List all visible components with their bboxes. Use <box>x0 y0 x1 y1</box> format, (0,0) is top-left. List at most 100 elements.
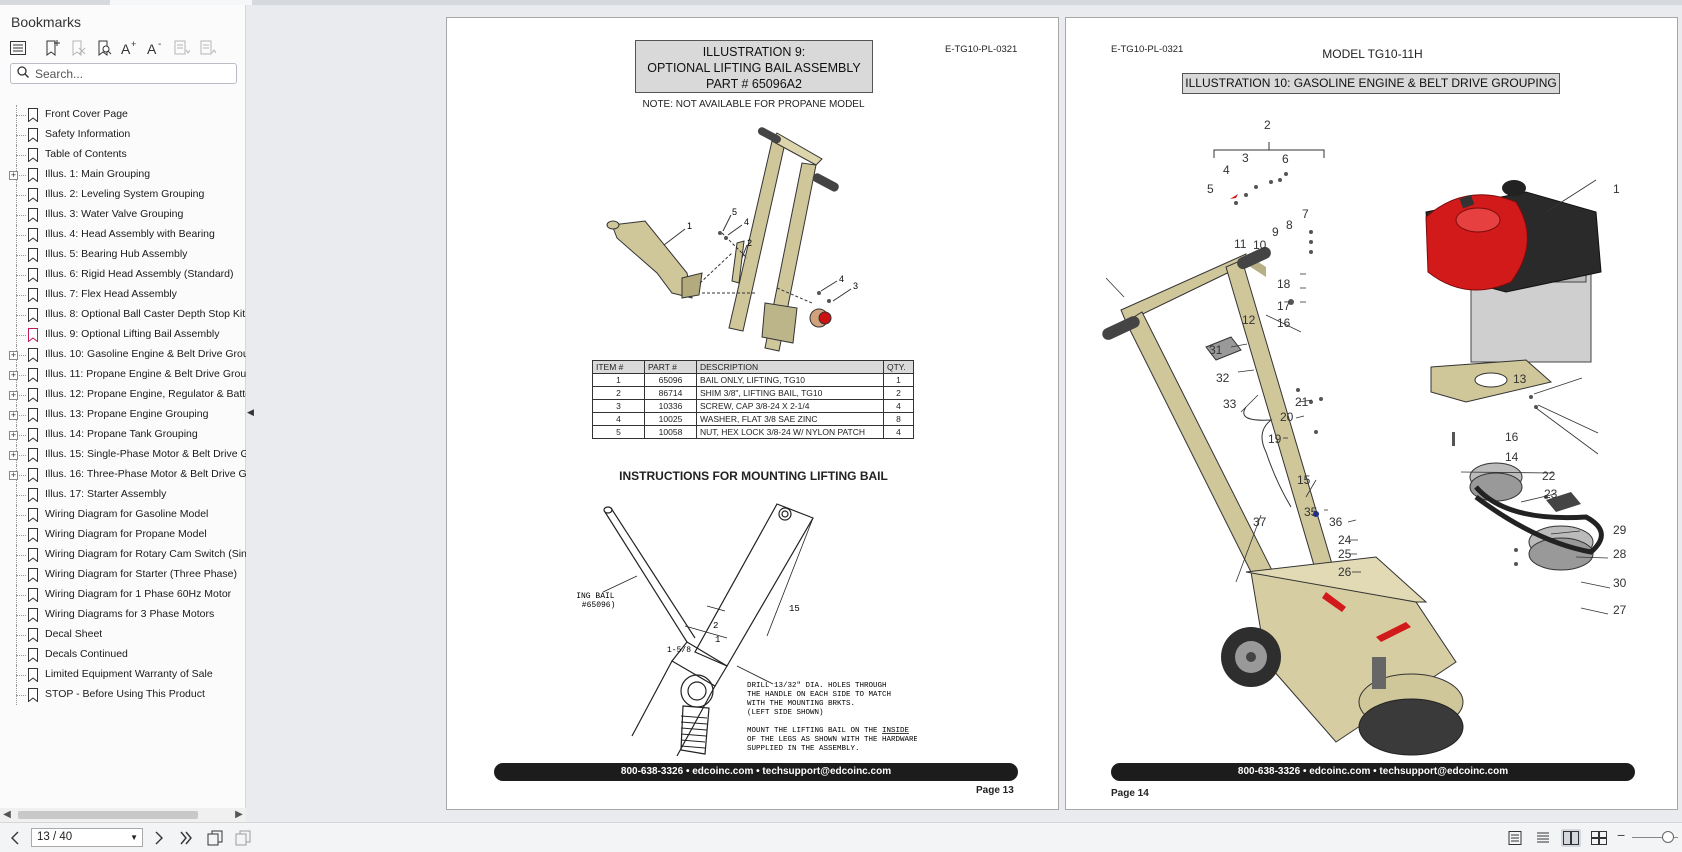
prev-page-icon[interactable] <box>6 829 24 847</box>
bookmark-icon <box>27 608 39 623</box>
bookmark-label: Wiring Diagram for Propane Model <box>45 528 207 540</box>
bookmark-label: Decal Sheet <box>45 628 103 640</box>
callout-numbers: 2 3 4 5 6 7 8 9 10 11 1 18 17 16 12 31 3… <box>1207 118 1627 617</box>
zoom-slider-handle[interactable] <box>1662 831 1674 843</box>
find-bookmark-icon[interactable] <box>94 38 114 58</box>
bookmark-list-icon[interactable] <box>8 38 28 58</box>
next-page-icon[interactable] <box>150 829 168 847</box>
bookmark-item[interactable]: +Illus. 14: Propane Tank Grouping <box>0 425 246 445</box>
bookmark-item[interactable]: +Illus. 13: Propane Engine Grouping <box>0 405 246 425</box>
expand-icon[interactable]: + <box>9 470 18 480</box>
bookmark-icon <box>27 208 39 223</box>
status-bar: 13 / 40 ▼ − <box>0 822 1682 852</box>
bookmark-icon <box>27 128 39 143</box>
continuous-view-icon[interactable] <box>1533 829 1553 847</box>
search-input[interactable] <box>35 66 215 81</box>
chevron-down-icon[interactable]: ▼ <box>130 833 138 842</box>
collapse-all-icon[interactable] <box>198 38 218 58</box>
expand-icon[interactable]: + <box>9 370 18 380</box>
scroll-left-icon[interactable]: ◀ <box>3 809 11 820</box>
bookmark-icon <box>27 488 39 503</box>
bookmark-item[interactable]: Wiring Diagram for Starter (Three Phase) <box>0 565 246 585</box>
bookmark-item[interactable]: Safety Information <box>0 125 246 145</box>
bookmark-item[interactable]: Illus. 7: Flex Head Assembly <box>0 285 246 305</box>
expand-icon[interactable]: + <box>9 170 18 180</box>
callout-28: 28 <box>1613 547 1627 561</box>
bookmark-item[interactable]: Illus. 9: Optional Lifting Bail Assembly <box>0 325 246 345</box>
bookmark-item[interactable]: STOP - Before Using This Product <box>0 685 246 705</box>
zoom-slider[interactable] <box>1632 837 1678 838</box>
bookmark-item[interactable]: Front Cover Page <box>0 105 246 125</box>
bookmark-item[interactable]: +Illus. 1: Main Grouping <box>0 165 246 185</box>
bookmark-item[interactable]: +Illus. 15: Single-Phase Motor & Belt Dr… <box>0 445 246 465</box>
bookmark-item[interactable]: Table of Contents <box>0 145 246 165</box>
bookmark-item[interactable]: Decal Sheet <box>0 625 246 645</box>
bookmark-item[interactable]: +Illus. 10: Gasoline Engine & Belt Drive… <box>0 345 246 365</box>
scrollbar-thumb[interactable] <box>18 811 198 819</box>
bookmark-item[interactable]: Wiring Diagram for Rotary Cam Switch (Si… <box>0 545 246 565</box>
bookmark-item[interactable]: +Illus. 12: Propane Engine, Regulator & … <box>0 385 246 405</box>
two-page-view-icon[interactable] <box>1561 829 1581 847</box>
mounting-instructions-diagram: LIFTING BAIL (PART #65096) 15 2 1 1-5/8 … <box>577 503 917 757</box>
callout-5: 5 <box>732 207 737 217</box>
bookmark-item[interactable]: Wiring Diagram for Propane Model <box>0 525 246 545</box>
shrink-text-icon[interactable]: A- <box>146 38 166 58</box>
expand-icon[interactable]: + <box>9 390 18 400</box>
gasoline-engine <box>1425 180 1602 363</box>
bookmark-item[interactable]: Wiring Diagram for 1 Phase 60Hz Motor <box>0 585 246 605</box>
bookmark-label: Illus. 7: Flex Head Assembly <box>45 288 177 300</box>
bookmark-item[interactable]: Decals Continued <box>0 645 246 665</box>
bookmark-label: Decals Continued <box>45 648 128 660</box>
callout-3: 3 <box>1242 151 1249 165</box>
bookmark-icon <box>27 328 39 343</box>
fit-page-icon[interactable] <box>206 829 224 847</box>
expand-icon[interactable]: + <box>9 430 18 440</box>
bookmark-item[interactable]: Illus. 8: Optional Ball Caster Depth Sto… <box>0 305 246 325</box>
collapse-panel-icon[interactable]: ◀ <box>247 407 254 417</box>
bookmark-item[interactable]: Illus. 3: Water Valve Grouping <box>0 205 246 225</box>
svg-text:-: - <box>158 40 161 50</box>
bookmark-search[interactable] <box>10 63 237 84</box>
table-cell: 1 <box>883 373 914 387</box>
expand-icon[interactable]: + <box>9 350 18 360</box>
svg-text:+: + <box>131 40 136 49</box>
bookmark-item[interactable]: Wiring Diagram for Gasoline Model <box>0 505 246 525</box>
bookmark-item[interactable]: Limited Equipment Warranty of Sale <box>0 665 246 685</box>
expand-icon[interactable]: + <box>9 450 18 460</box>
bookmark-item[interactable]: Illus. 2: Leveling System Grouping <box>0 185 246 205</box>
add-bookmark-icon[interactable] <box>42 38 62 58</box>
bookmark-item[interactable]: Illus. 4: Head Assembly with Bearing <box>0 225 246 245</box>
bookmark-item[interactable]: Illus. 5: Bearing Hub Assembly <box>0 245 246 265</box>
zoom-out-icon[interactable]: − <box>1617 827 1626 843</box>
expand-icon[interactable]: + <box>9 410 18 420</box>
bookmark-item[interactable]: Wiring Diagrams for 3 Phase Motors <box>0 605 246 625</box>
two-page-continuous-view-icon[interactable] <box>1589 829 1609 847</box>
table-cell: 2 <box>592 386 645 400</box>
enlarge-text-icon[interactable]: A+ <box>120 38 140 58</box>
bookmark-icon <box>27 648 39 663</box>
single-page-view-icon[interactable] <box>1505 829 1525 847</box>
page-indicator: 13 / 40 <box>37 831 73 843</box>
bookmark-item[interactable]: +Illus. 16: Three-Phase Motor & Belt Dri… <box>0 465 246 485</box>
delete-bookmark-icon[interactable] <box>68 38 88 58</box>
bookmark-icon <box>27 468 39 483</box>
scroll-right-icon[interactable]: ▶ <box>235 809 243 820</box>
callout-14: 14 <box>1505 450 1519 464</box>
last-page-icon[interactable] <box>177 829 195 847</box>
bookmark-item[interactable]: Illus. 6: Rigid Head Assembly (Standard) <box>0 265 246 285</box>
page-number-input[interactable]: 13 / 40 ▼ <box>31 828 143 847</box>
bookmark-item[interactable]: Illus. 17: Starter Assembly <box>0 485 246 505</box>
leader-lines <box>663 214 852 302</box>
callout-32: 32 <box>1216 371 1230 385</box>
sidebar-horizontal-scrollbar[interactable]: ◀ ▶ <box>0 808 246 822</box>
bookmark-item[interactable]: +Illus. 11: Propane Engine & Belt Drive … <box>0 365 246 385</box>
tree-connector <box>12 525 26 545</box>
svg-text:A: A <box>147 41 157 56</box>
tree-connector <box>12 225 26 245</box>
expand-all-icon[interactable] <box>172 38 192 58</box>
bookmark-label: Illus. 9: Optional Lifting Bail Assembly <box>45 328 220 340</box>
rotate-icon[interactable] <box>234 829 252 847</box>
